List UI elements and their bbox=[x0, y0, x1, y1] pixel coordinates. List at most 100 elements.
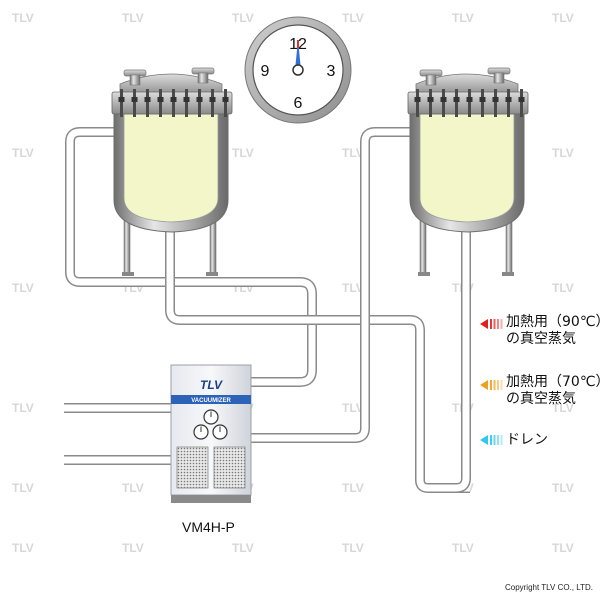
watermark: TLV bbox=[552, 541, 574, 555]
legend-item-steam-70-line1: 加熱用（70℃） bbox=[506, 374, 600, 390]
watermark: TLV bbox=[452, 541, 474, 555]
bolt bbox=[198, 89, 201, 117]
vent-grille-left bbox=[176, 446, 209, 489]
watermark: TLV bbox=[12, 146, 34, 160]
vessel-right-nozzles bbox=[419, 67, 511, 86]
bolt-nut bbox=[118, 97, 125, 102]
bolt-nut bbox=[170, 97, 177, 102]
bolt bbox=[211, 89, 214, 117]
legend-arrows bbox=[480, 319, 503, 445]
pipe-body bbox=[455, 230, 470, 492]
watermark: TLV bbox=[12, 541, 34, 555]
legend-arrow-2 bbox=[480, 435, 503, 445]
vessel-right-liquid bbox=[419, 113, 515, 223]
watermark: TLV bbox=[232, 11, 254, 25]
clock: 12 3 6 9 bbox=[244, 16, 352, 124]
pipe-body bbox=[66, 128, 316, 386]
watermark: TLV bbox=[12, 11, 34, 25]
bolt-nut bbox=[505, 97, 512, 102]
legend-item-steam-90-line2: の真空蒸気 bbox=[506, 331, 576, 347]
watermark: TLV bbox=[552, 146, 574, 160]
model-label: VM4H-P bbox=[182, 519, 235, 535]
watermark: TLV bbox=[12, 481, 34, 495]
legend-item-steam-70: 加熱用（70℃） の真空蒸気 bbox=[506, 374, 600, 408]
vessel-right-bolts bbox=[414, 89, 525, 117]
gauge-right bbox=[212, 424, 228, 440]
vessel-left-liquid bbox=[123, 113, 219, 223]
watermark: TLV bbox=[232, 146, 254, 160]
bolt-nut bbox=[518, 97, 525, 102]
gauge-top bbox=[203, 409, 219, 425]
gauge-left bbox=[193, 424, 209, 440]
pipe-body bbox=[166, 230, 470, 492]
watermark: TLV bbox=[342, 541, 364, 555]
vacuumizer-band-text: VACUUMIZER bbox=[191, 398, 231, 404]
bolt-nut bbox=[209, 97, 216, 102]
bolt bbox=[172, 89, 175, 117]
legend-item-steam-70-line2: の真空蒸気 bbox=[506, 391, 576, 407]
piping bbox=[64, 127, 471, 493]
bolt-nut bbox=[222, 97, 229, 102]
watermark: TLV bbox=[342, 401, 364, 415]
legend-item-drain: ドレン bbox=[506, 432, 548, 449]
watermark: TLV bbox=[452, 11, 474, 25]
bolt bbox=[494, 89, 497, 117]
legend-item-steam-90-line1: 加熱用（90℃） bbox=[506, 314, 600, 330]
bolt bbox=[442, 89, 445, 117]
bolt bbox=[146, 89, 149, 117]
bolt-nut bbox=[466, 97, 473, 102]
bolt-nut bbox=[196, 97, 203, 102]
clock-label-3: 3 bbox=[327, 63, 336, 80]
bolt bbox=[520, 89, 523, 117]
watermark: TLV bbox=[552, 481, 574, 495]
bolt-nut bbox=[414, 97, 421, 102]
bolt bbox=[429, 89, 432, 117]
watermark: TLV bbox=[122, 541, 144, 555]
legend-item-steam-90: 加熱用（90℃） の真空蒸気 bbox=[506, 314, 600, 348]
watermark: TLV bbox=[342, 481, 364, 495]
bolt bbox=[120, 89, 123, 117]
watermark: TLV bbox=[552, 11, 574, 25]
bolt bbox=[507, 89, 510, 117]
bolt-nut bbox=[427, 97, 434, 102]
watermark: TLV bbox=[12, 401, 34, 415]
legend-arrow-0 bbox=[480, 319, 503, 329]
watermark: TLV bbox=[342, 146, 364, 160]
clock-hand bbox=[295, 40, 301, 70]
legend-item-drain-line1: ドレン bbox=[506, 432, 548, 448]
vessel-right bbox=[407, 67, 529, 276]
watermark: TLV bbox=[552, 401, 574, 415]
copyright: Copyright TLV CO., LTD. bbox=[504, 583, 593, 592]
vacuumizer-band bbox=[171, 395, 251, 404]
vessel-left-nozzles bbox=[123, 67, 215, 86]
bolt bbox=[224, 89, 227, 117]
bolt bbox=[468, 89, 471, 117]
bolt bbox=[416, 89, 419, 117]
vent-grille-right bbox=[213, 446, 246, 489]
bolt bbox=[133, 89, 136, 117]
bolt-nut bbox=[144, 97, 151, 102]
bolt-nut bbox=[183, 97, 190, 102]
watermark: TLV bbox=[232, 541, 254, 555]
bolt bbox=[185, 89, 188, 117]
clock-label-9: 9 bbox=[261, 63, 270, 80]
watermark: TLV bbox=[122, 11, 144, 25]
bolt bbox=[481, 89, 484, 117]
vessel-left bbox=[111, 67, 233, 276]
bolt-nut bbox=[131, 97, 138, 102]
watermark: TLV bbox=[552, 281, 574, 295]
watermark: TLV bbox=[342, 11, 364, 25]
watermark: TLV bbox=[12, 281, 34, 295]
clock-label-6: 6 bbox=[294, 95, 303, 112]
bolt-nut bbox=[440, 97, 447, 102]
watermark: TLV bbox=[122, 481, 144, 495]
watermark: TLV bbox=[342, 281, 364, 295]
vacuumizer-logo: TLV bbox=[200, 378, 223, 392]
pipe-body bbox=[250, 128, 412, 442]
bolt-nut bbox=[157, 97, 164, 102]
bolt-nut bbox=[453, 97, 460, 102]
legend-arrow-1 bbox=[480, 380, 503, 390]
bolt-nut bbox=[479, 97, 486, 102]
vessel-left-bolts bbox=[118, 89, 229, 117]
